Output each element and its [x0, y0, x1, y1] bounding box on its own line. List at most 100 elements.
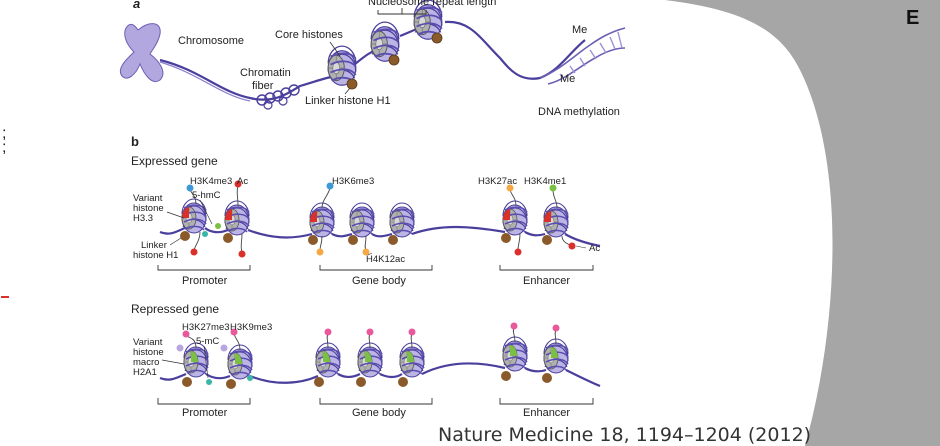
h3k36me3-label: H3K6me3 [332, 176, 374, 187]
linker-h1-label-2: histone H1 [133, 250, 178, 261]
dna-methylation-label: DNA methylation [538, 106, 620, 118]
nucleosome-exp-enh-1 [503, 201, 527, 235]
mark-h3k27me3 [182, 330, 190, 338]
exp-promoter-label: Promoter [182, 275, 228, 287]
bracket-exp-promoter [157, 265, 251, 271]
variant-macro-label-4: H2A1 [133, 367, 157, 378]
linker-h1-pointer [169, 237, 182, 246]
mark-5hmc [202, 231, 208, 237]
dna-expressed [159, 225, 601, 248]
bracket-rep-enhancer [499, 398, 594, 405]
ac-pointer-2 [575, 245, 587, 249]
nucleosome-exp-promoter-1 [182, 199, 206, 233]
nucleosome-rep-body-3 [400, 343, 424, 377]
linker-h1-label-1: Linker [141, 240, 167, 251]
linker-exp-2 [223, 233, 233, 243]
linker-exp-7 [542, 235, 552, 245]
variant-h33-label-1: Variant [133, 193, 163, 204]
background-band [665, 0, 940, 446]
nucleosome-rep-promoter-2 [228, 345, 252, 379]
nucleosome-exp-body-3 [389, 202, 415, 238]
panel-b-letter: b [131, 134, 139, 149]
linker-histone-label: Linker histone H1 [305, 95, 391, 107]
core-histones-pointer [329, 41, 341, 57]
h3k4me1-label: H3K4me1 [524, 176, 566, 187]
bracket-exp-enhancer [499, 265, 594, 271]
ac-label-1: Ac [237, 176, 248, 187]
linker-histone-a-1 [346, 78, 358, 90]
chromatin-fiber-coil [256, 84, 300, 110]
linker-rep-2 [226, 379, 236, 389]
chromosome-icon [120, 23, 164, 82]
mark-rep-pink-5 [408, 328, 416, 336]
h3k27me3-label: H3K27me3 [182, 322, 230, 333]
dna-repressed [159, 362, 601, 388]
mark-ac-3 [238, 250, 246, 258]
mark-lav-1 [176, 344, 184, 352]
variant-h33-pointer [166, 211, 185, 219]
mark-rep-pink-7 [552, 324, 560, 332]
linker-rep-1 [182, 377, 192, 387]
margin-mark: ; [2, 125, 6, 142]
nucleosome-exp-body-2 [349, 202, 375, 238]
linker-rep-5 [398, 377, 408, 387]
5hmc-label: 5-hmC [192, 190, 221, 201]
nucleosome-exp-body-1 [310, 203, 334, 237]
h3k27ac-label: H3K27ac [478, 176, 517, 187]
dna-double-helix [539, 27, 626, 85]
mark-h3k9me3 [230, 328, 238, 336]
linker-exp-1 [180, 231, 190, 241]
chromatin-label-2: fiber [252, 80, 274, 92]
bracket-exp-genebody [319, 265, 433, 271]
mark-ac-2 [190, 248, 198, 256]
nucleosome-rep-enh-2 [544, 339, 568, 373]
mark-h4k12ac-2 [362, 248, 370, 256]
linker-histone-pointer [344, 87, 351, 95]
linker-exp-4 [348, 235, 358, 245]
expressed-title: Expressed gene [131, 154, 218, 168]
linker-exp-5 [388, 235, 398, 245]
h3k9me3-label: H3K9me3 [230, 322, 272, 333]
edge-letter: E [906, 7, 919, 29]
mark-ac-1 [234, 180, 242, 188]
linker-histone-a-2 [388, 54, 400, 66]
rep-genebody-label: Gene body [352, 407, 406, 419]
linker-exp-3 [308, 235, 318, 245]
variant-macro-label-2: histone [133, 347, 164, 358]
linker-histone-a-3 [431, 32, 443, 44]
dna-fiber-a [159, 20, 586, 101]
linker-exp-6 [501, 233, 511, 243]
bracket-rep-promoter [157, 398, 251, 405]
linker-rep-6 [501, 371, 511, 381]
mark-5mc [206, 379, 212, 385]
chromosome-label: Chromosome [178, 35, 244, 47]
rep-promoter-label: Promoter [182, 407, 228, 419]
mark-rep-pink-4 [366, 328, 374, 336]
mark-h3k4me1 [549, 184, 557, 192]
margin-mark-2: ; [2, 139, 6, 156]
variant-h33-label-2: histone [133, 203, 164, 214]
variant-macro-label-3: macro [133, 357, 159, 368]
linker-rep-4 [356, 377, 366, 387]
mark-h4k12ac-1 [316, 248, 324, 256]
linker-rep-3 [314, 377, 324, 387]
bracket-rep-genebody [319, 398, 433, 405]
nrl-bracket [377, 8, 427, 15]
nucleosome-rep-enh-1 [503, 337, 527, 371]
5hmc-pointer [199, 199, 213, 225]
exp-enhancer-label: Enhancer [523, 275, 570, 287]
nucleosome-exp-enh-2 [544, 203, 568, 237]
h4k12ac-label: H4K12ac [366, 254, 405, 265]
nucleosome-exp-promoter-2 [225, 201, 249, 235]
dna-fiber-a-2 [159, 61, 251, 102]
mark-h3k36me3 [326, 182, 334, 190]
margin-mark-red [1, 296, 9, 298]
panel-a-letter: a [133, 0, 140, 11]
mark-h3k27ac [506, 184, 514, 192]
mark-ac-4 [514, 248, 522, 256]
variant-h33-label-3: H3.3 [133, 213, 153, 224]
citation-text: Nature Medicine 18, 1194–1204 (2012) [438, 424, 811, 446]
mark-rep-pink-3 [324, 328, 332, 336]
core-histones-label: Core histones [275, 29, 343, 41]
